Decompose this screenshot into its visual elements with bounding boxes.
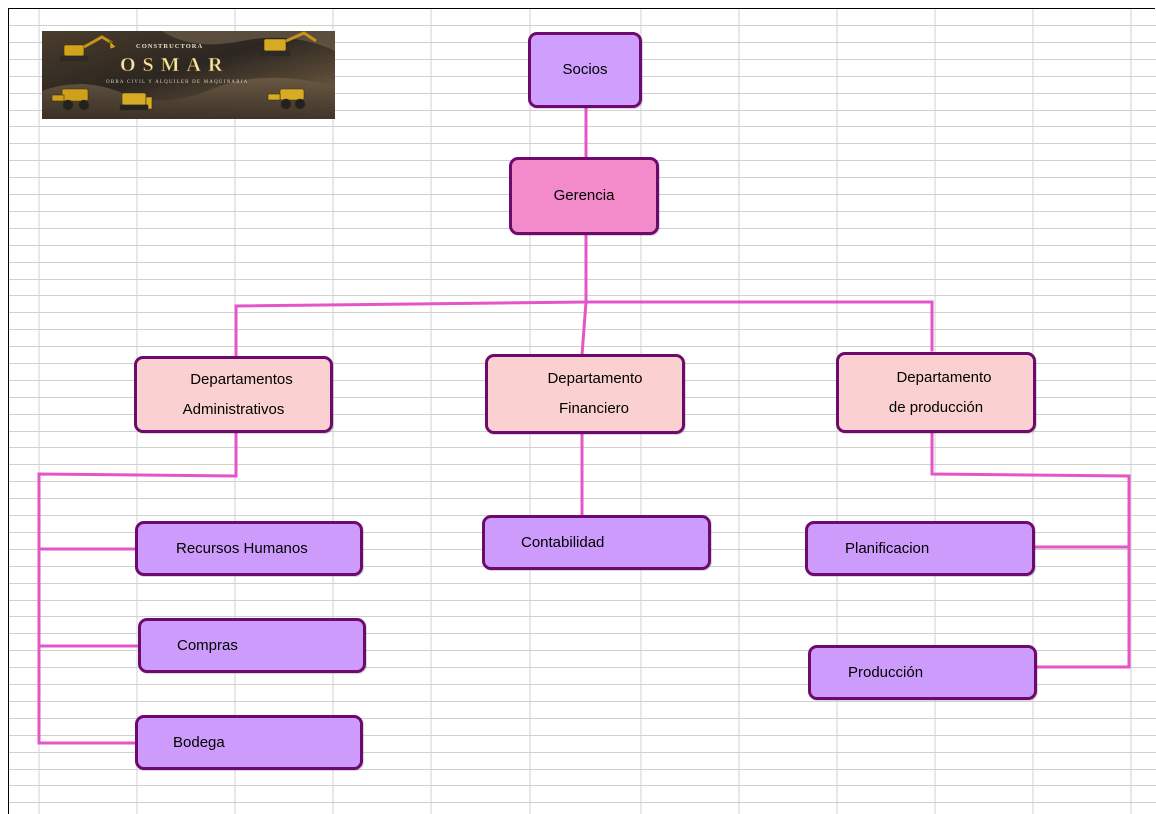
dept-fin-line2: Financiero <box>558 400 630 417</box>
unit-bodega-label: Bodega <box>173 733 225 751</box>
unit-produccion-label: Producción <box>848 663 924 681</box>
node-gerencia: Gerencia <box>509 157 659 235</box>
node-planificacion: Planificacion <box>805 521 1035 576</box>
node-departamentos-administrativos: Departamentos Administrativos <box>134 356 333 433</box>
unit-compras-label: Compras <box>177 636 238 654</box>
unit-contabilidad-label: Contabilidad <box>521 533 605 551</box>
node-socios-label: Socios <box>562 61 608 78</box>
loader-icon <box>51 88 90 111</box>
node-compras: Compras <box>138 618 366 673</box>
connector-gerencia-financiero <box>580 300 588 357</box>
dept-fin-line1: Departamento <box>547 370 643 387</box>
bulldozer-icon <box>119 92 153 111</box>
node-bodega: Bodega <box>135 715 363 770</box>
unit-recursos-humanos-label: Recursos Humanos <box>176 539 308 557</box>
node-gerencia-label: Gerencia <box>553 187 615 204</box>
connector-gerencia-produccion <box>584 300 934 352</box>
excavator-icon <box>59 35 117 62</box>
node-produccion: Producción <box>808 645 1037 700</box>
logo-company-name: OSMAR <box>120 54 229 76</box>
node-recursos-humanos: Recursos Humanos <box>135 521 363 576</box>
dept-prod-line2: de producción <box>888 398 984 416</box>
node-departamento-produccion: Departamento de producción <box>836 352 1036 433</box>
node-socios: Socios <box>528 32 642 108</box>
connector-gerencia-departments <box>234 231 588 359</box>
constructora-osmar-logo: CONSTRUCTORA OSMAR OBRA CIVIL Y ALQUILER… <box>42 31 335 119</box>
dept-admin-line2: Administrativos <box>182 400 285 418</box>
connector-admin-bus <box>37 431 238 745</box>
connector-produccion-bus <box>930 429 1131 669</box>
logo-company-tag: CONSTRUCTORA <box>136 43 203 50</box>
unit-planificacion-label: Planificacion <box>845 539 930 557</box>
sheet-frame <box>8 8 1155 814</box>
logo-tagline: OBRA CIVIL Y ALQUILER DE MAQUINARIA <box>106 80 248 85</box>
node-departamento-financiero: Departamento Financiero <box>485 354 685 434</box>
node-contabilidad: Contabilidad <box>482 515 711 570</box>
loader-icon <box>267 88 306 110</box>
dept-admin-line1: Departamentos <box>190 370 293 388</box>
excavator-icon <box>259 31 317 57</box>
dept-prod-line1: Departamento <box>896 368 992 386</box>
